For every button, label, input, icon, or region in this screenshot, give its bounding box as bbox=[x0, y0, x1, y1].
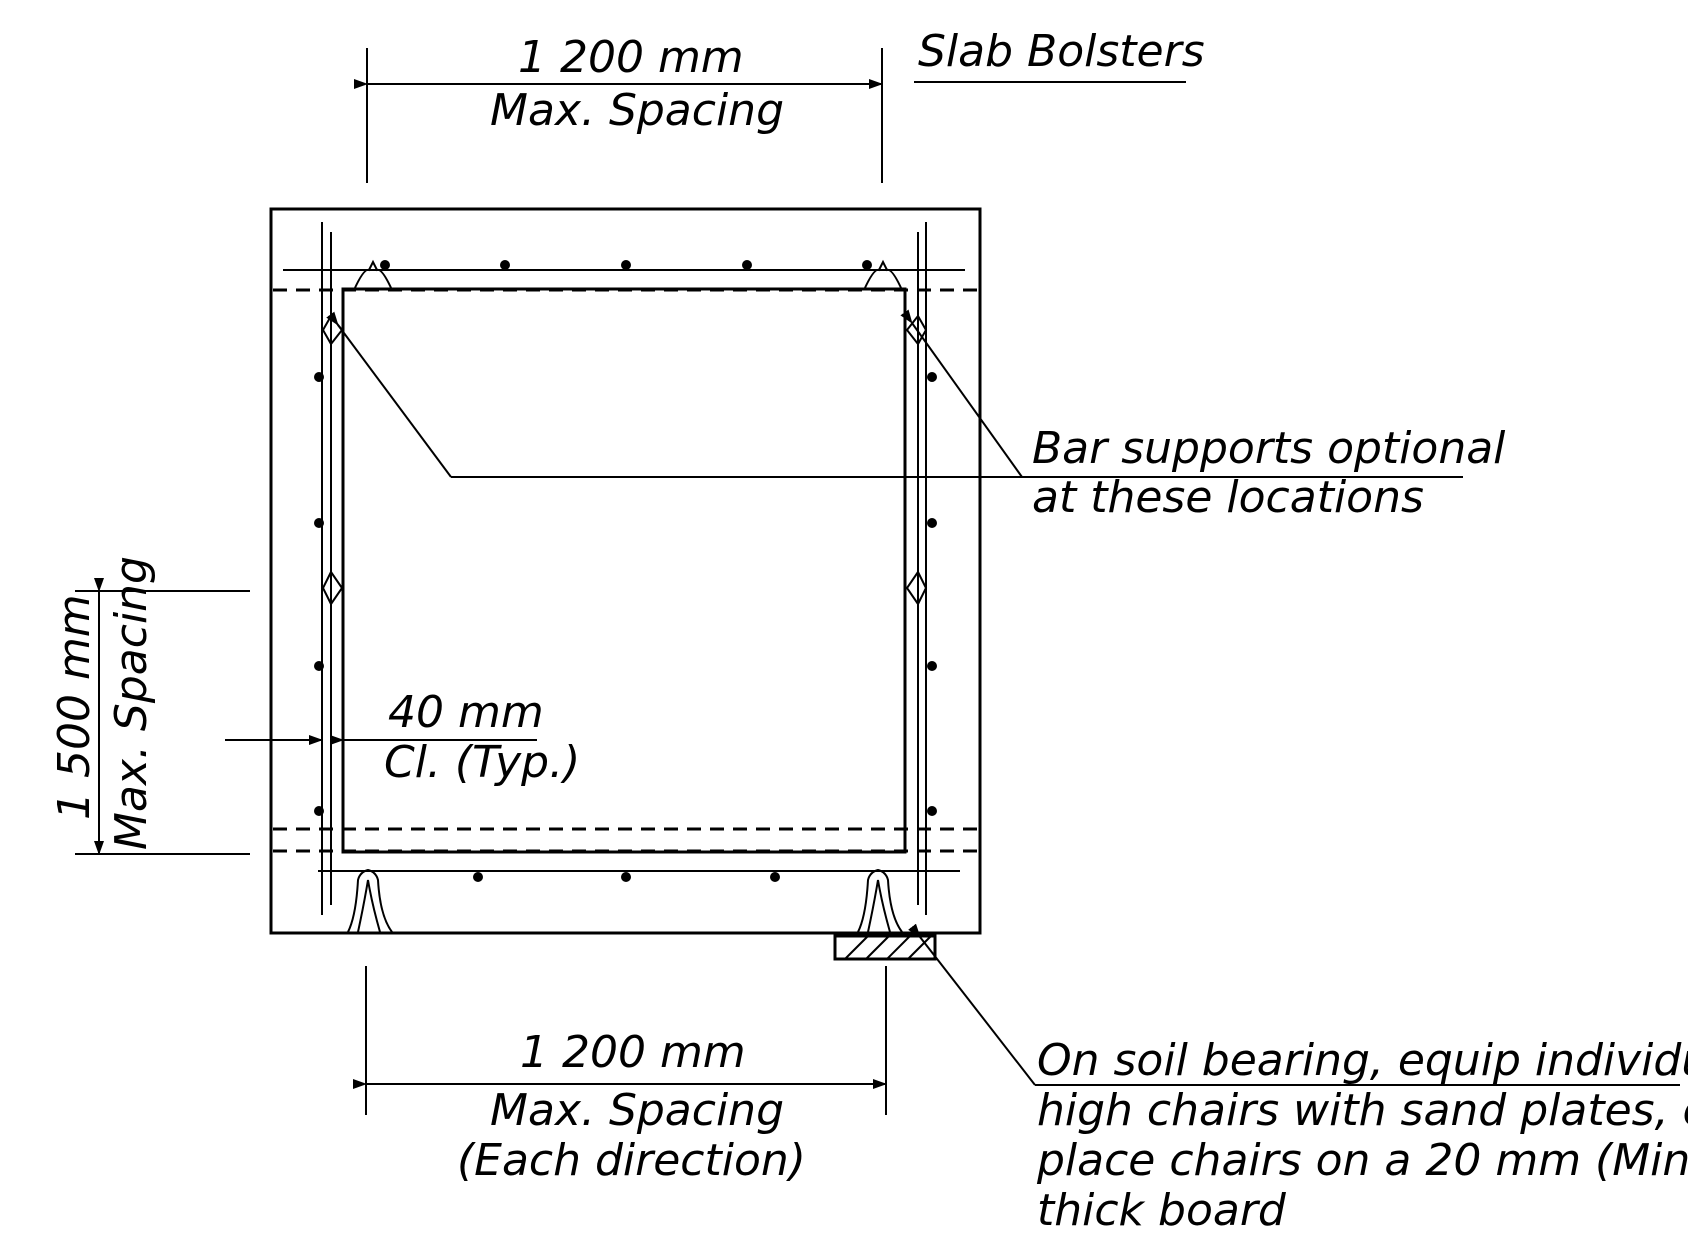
hatch-line bbox=[907, 935, 932, 960]
hatch-line bbox=[844, 935, 869, 960]
bar-supports-callout: Bar supports optional at these locations bbox=[326, 309, 1506, 523]
rebar-dot bbox=[621, 872, 631, 882]
rebar-dot bbox=[927, 518, 937, 528]
top-dimension: 1 200 mm Max. Spacing bbox=[354, 32, 883, 183]
high-chair bbox=[867, 879, 891, 933]
leader-line bbox=[908, 923, 1036, 1086]
slab-outline bbox=[269, 207, 982, 935]
rebar-dot bbox=[380, 260, 390, 270]
left-dimension: 1 500 mm Max. Spacing bbox=[49, 556, 250, 855]
hatch-line bbox=[865, 935, 890, 960]
rebar-dot bbox=[927, 372, 937, 382]
bottom-dim-value: 1 200 mm bbox=[520, 1027, 746, 1078]
soil-bearing-callout: On soil bearing, equip individual high c… bbox=[908, 923, 1688, 1236]
rebar-dot bbox=[927, 806, 937, 816]
clearance-dimension: 40 mm Cl. (Typ.) bbox=[225, 687, 580, 788]
rebar-dots bbox=[314, 260, 937, 882]
sand-plate-board bbox=[833, 934, 937, 961]
bottom-dim-note2: (Each direction) bbox=[457, 1135, 806, 1186]
rebar-dot bbox=[314, 372, 324, 382]
high-chair bbox=[357, 879, 381, 933]
rebar-dot bbox=[927, 661, 937, 671]
bar-supports-line1: Bar supports optional bbox=[1032, 423, 1506, 474]
soil-note-line3: place chairs on a 20 mm (Min.) bbox=[1036, 1135, 1688, 1186]
high-chair bbox=[347, 868, 393, 933]
rebar-dot bbox=[742, 260, 752, 270]
leader-line bbox=[326, 311, 452, 478]
rebar-dot bbox=[862, 260, 872, 270]
bolster-support bbox=[353, 259, 393, 291]
top-dim-note: Max. Spacing bbox=[490, 85, 784, 136]
rebar-dot bbox=[314, 806, 324, 816]
left-dim-value: 1 500 mm bbox=[49, 594, 100, 820]
soil-note-line4: thick board bbox=[1037, 1185, 1287, 1236]
rebar-dot bbox=[500, 260, 510, 270]
side-bar-support bbox=[905, 571, 928, 605]
rebar-dot bbox=[770, 872, 780, 882]
side-bar-support bbox=[905, 315, 928, 345]
leader-line bbox=[900, 309, 1023, 478]
bar-supports-line2: at these locations bbox=[1032, 472, 1424, 523]
side-bar-support bbox=[321, 571, 344, 605]
rebar-dot bbox=[621, 260, 631, 270]
rebar-dot bbox=[314, 518, 324, 528]
high-chair bbox=[857, 868, 903, 933]
board-outline bbox=[833, 934, 937, 961]
clearance-note: Cl. (Typ.) bbox=[384, 737, 580, 788]
bottom-dim-note1: Max. Spacing bbox=[490, 1085, 784, 1136]
hatch-line bbox=[886, 935, 911, 960]
side-bar-support bbox=[321, 315, 344, 345]
bottom-dimension: 1 200 mm Max. Spacing (Each direction) bbox=[353, 966, 887, 1186]
rebar-dot bbox=[314, 661, 324, 671]
left-dim-note: Max. Spacing bbox=[106, 556, 157, 850]
clearance-value: 40 mm bbox=[388, 687, 544, 738]
soil-note-line2: high chairs with sand plates, or bbox=[1037, 1085, 1688, 1136]
drawing-title: Slab Bolsters bbox=[918, 26, 1205, 77]
soil-note-line1: On soil bearing, equip individual bbox=[1037, 1035, 1688, 1086]
rebar-dot bbox=[473, 872, 483, 882]
top-dim-value: 1 200 mm bbox=[518, 32, 744, 83]
bolster-support bbox=[863, 259, 903, 291]
